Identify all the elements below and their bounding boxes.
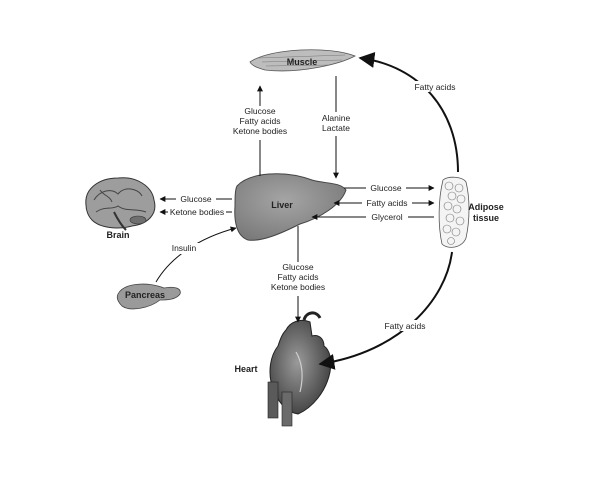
flow-label-lactate: Lactate bbox=[322, 123, 350, 133]
muscle-label: Muscle bbox=[287, 57, 318, 67]
arrow-adipose-to-heart bbox=[318, 251, 453, 370]
brain-illustration bbox=[85, 177, 156, 231]
flow-label-adipose-glucose: Glucose bbox=[370, 183, 401, 193]
brain-label: Brain bbox=[106, 230, 129, 240]
flow-label-liver-heart-glucose: Glucose bbox=[282, 262, 313, 272]
arrow-pancreas-to-liver bbox=[155, 226, 237, 283]
flow-label-liver-muscle-glucose: Glucose bbox=[244, 106, 275, 116]
pancreas-illustration bbox=[116, 283, 181, 310]
liver-illustration bbox=[234, 173, 347, 241]
adipose-label-line2: tissue bbox=[473, 213, 499, 223]
flow-label-adipose-muscle-fatty-acids: Fatty acids bbox=[414, 82, 455, 92]
flow-label-glycerol: Glycerol bbox=[371, 212, 402, 222]
flow-label-adipose-heart-fatty-acids: Fatty acids bbox=[384, 321, 425, 331]
flow-label-liver-heart-ketone-bodies: Ketone bodies bbox=[271, 282, 325, 292]
heart-label: Heart bbox=[234, 364, 257, 374]
liver-label: Liver bbox=[271, 200, 293, 210]
arrow-adipose-to-muscle bbox=[358, 51, 459, 173]
flow-label-alanine: Alanine bbox=[322, 113, 351, 123]
heart-illustration bbox=[267, 311, 332, 427]
adipose-label-line1: Adipose bbox=[468, 202, 504, 212]
muscle-illustration bbox=[249, 49, 356, 72]
flow-label-brain-ketone-bodies: Ketone bodies bbox=[170, 207, 224, 217]
flow-label-adipose-fatty-acids: Fatty acids bbox=[366, 198, 407, 208]
flow-label-brain-glucose: Glucose bbox=[180, 194, 211, 204]
pancreas-label: Pancreas bbox=[125, 290, 165, 300]
adipose-illustration bbox=[438, 176, 470, 248]
flow-label-insulin: Insulin bbox=[172, 243, 197, 253]
flow-label-liver-heart-fatty-acids: Fatty acids bbox=[277, 272, 318, 282]
flow-label-liver-muscle-fatty-acids: Fatty acids bbox=[239, 116, 280, 126]
flow-label-liver-muscle-ketone-bodies: Ketone bodies bbox=[233, 126, 287, 136]
